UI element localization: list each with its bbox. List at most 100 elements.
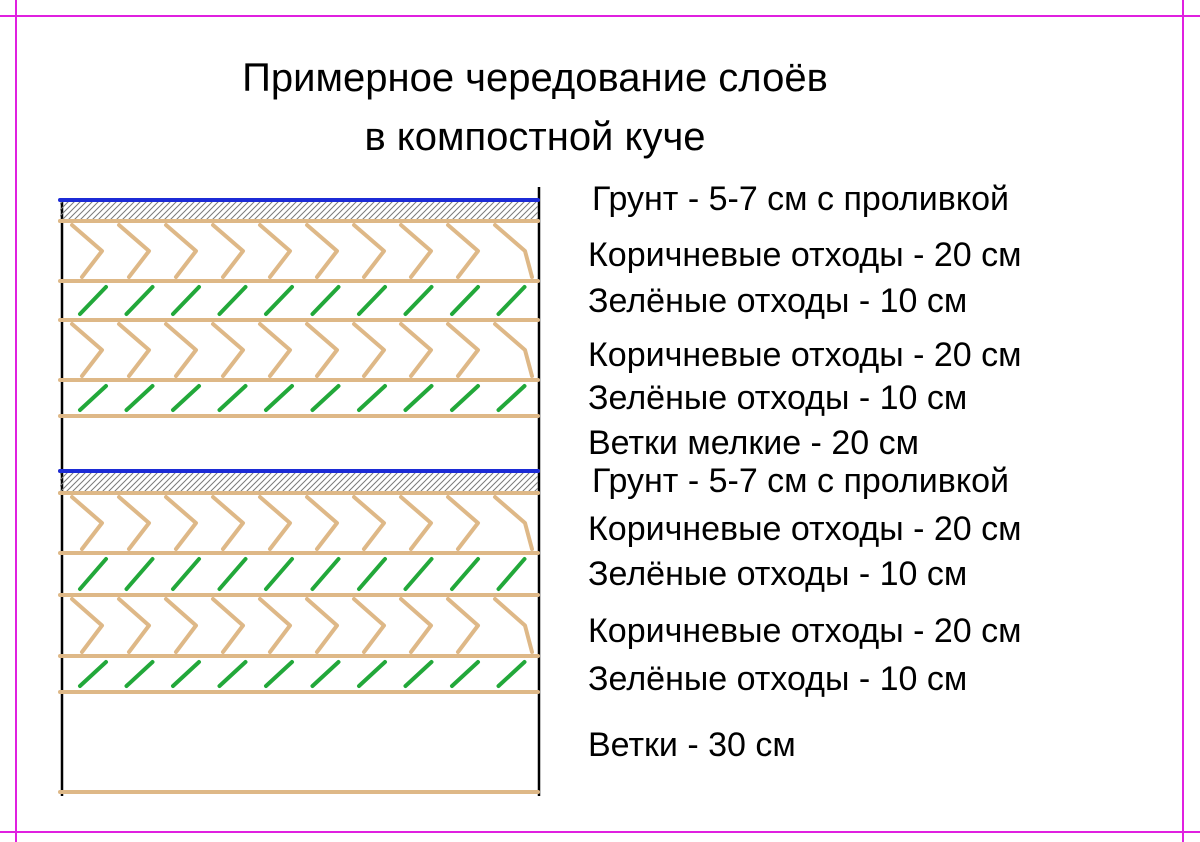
layer-green xyxy=(78,660,527,688)
brown-chevron xyxy=(399,495,433,551)
green-stroke xyxy=(124,660,155,688)
green-stroke xyxy=(310,557,341,591)
diagram-title-line-2: в компостной куче xyxy=(364,115,706,159)
diagram-title-line-1: Примерное чередование слоёв xyxy=(242,56,828,100)
brown-chevron xyxy=(117,495,151,551)
green-stroke xyxy=(450,557,480,591)
green-stroke xyxy=(78,557,108,591)
brown-chevron xyxy=(211,495,245,551)
brown-chevron xyxy=(493,322,534,378)
green-stroke xyxy=(450,384,480,412)
brown-chevron xyxy=(493,223,534,279)
layer-label: Зелёные отходы - 10 см xyxy=(588,282,968,320)
brown-chevron xyxy=(258,495,292,551)
layer-brown xyxy=(70,495,534,551)
compost-pile xyxy=(58,187,541,796)
green-stroke xyxy=(217,557,248,591)
green-stroke xyxy=(171,285,201,316)
layer-label: Коричневые отходы - 20 см xyxy=(588,510,1022,548)
brown-chevron xyxy=(70,597,104,654)
brown-chevron xyxy=(352,223,386,279)
green-stroke xyxy=(496,384,527,412)
brown-chevron xyxy=(258,322,292,378)
layer-label: Зелёные отходы - 10 см xyxy=(588,555,968,593)
brown-chevron xyxy=(305,495,339,551)
layer-label: Ветки - 30 см xyxy=(588,726,796,764)
layer-label: Грунт - 5-7 см с проливкой xyxy=(592,462,1009,500)
brown-chevron xyxy=(164,322,198,378)
soil-fill xyxy=(60,471,538,493)
layer-green xyxy=(78,285,527,316)
green-stroke xyxy=(124,285,155,316)
brown-chevron xyxy=(446,495,480,551)
brown-chevron xyxy=(352,495,386,551)
green-stroke xyxy=(496,557,527,591)
layer-green xyxy=(78,384,527,412)
green-stroke xyxy=(171,660,201,688)
brown-chevron xyxy=(399,223,433,279)
green-stroke xyxy=(171,384,201,412)
soil-fill xyxy=(60,200,538,221)
brown-chevron xyxy=(117,322,151,378)
green-stroke xyxy=(357,285,387,316)
brown-chevron xyxy=(305,223,339,279)
brown-chevron xyxy=(352,322,386,378)
layer-label: Коричневые отходы - 20 см xyxy=(588,612,1022,650)
layer-soil xyxy=(58,469,540,493)
layer-label: Коричневые отходы - 20 см xyxy=(588,336,1022,374)
brown-chevron xyxy=(211,322,245,378)
green-stroke xyxy=(78,660,108,688)
green-stroke xyxy=(124,557,155,591)
brown-chevron xyxy=(70,322,104,378)
green-stroke xyxy=(357,660,387,688)
brown-chevron xyxy=(352,597,386,654)
brown-chevron xyxy=(258,223,292,279)
layer-brown xyxy=(70,322,534,378)
brown-chevron xyxy=(305,322,339,378)
green-stroke xyxy=(264,557,294,591)
brown-chevron xyxy=(117,223,151,279)
brown-chevron xyxy=(258,597,292,654)
brown-chevron xyxy=(164,597,198,654)
green-stroke xyxy=(264,285,294,316)
green-stroke xyxy=(217,384,248,412)
green-stroke xyxy=(357,384,387,412)
green-stroke xyxy=(310,285,341,316)
brown-chevron xyxy=(399,597,433,654)
brown-chevron xyxy=(446,322,480,378)
brown-chevron xyxy=(446,597,480,654)
brown-chevron xyxy=(446,223,480,279)
brown-chevron xyxy=(70,223,104,279)
layer-label: Зелёные отходы - 10 см xyxy=(588,660,968,698)
brown-chevron xyxy=(70,495,104,551)
green-stroke xyxy=(403,384,434,412)
green-stroke xyxy=(450,660,480,688)
brown-chevron xyxy=(493,597,534,654)
green-stroke xyxy=(403,660,434,688)
green-stroke xyxy=(124,384,155,412)
brown-chevron xyxy=(211,223,245,279)
green-stroke xyxy=(310,660,341,688)
layer-green xyxy=(78,557,527,591)
brown-chevron xyxy=(117,597,151,654)
layer-label: Грунт - 5-7 см с проливкой xyxy=(592,180,1009,218)
green-stroke xyxy=(264,660,294,688)
green-stroke xyxy=(450,285,480,316)
brown-chevron xyxy=(399,322,433,378)
green-stroke xyxy=(496,660,527,688)
brown-chevron xyxy=(164,495,198,551)
green-stroke xyxy=(496,285,527,316)
brown-chevron xyxy=(305,597,339,654)
green-stroke xyxy=(217,285,248,316)
layer-label: Зелёные отходы - 10 см xyxy=(588,379,968,417)
green-stroke xyxy=(171,557,201,591)
green-stroke xyxy=(264,384,294,412)
layer-label: Ветки мелкие - 20 см xyxy=(588,424,919,462)
brown-chevron xyxy=(164,223,198,279)
green-stroke xyxy=(403,557,434,591)
green-stroke xyxy=(217,660,248,688)
brown-chevron xyxy=(211,597,245,654)
layer-brown xyxy=(70,597,534,654)
